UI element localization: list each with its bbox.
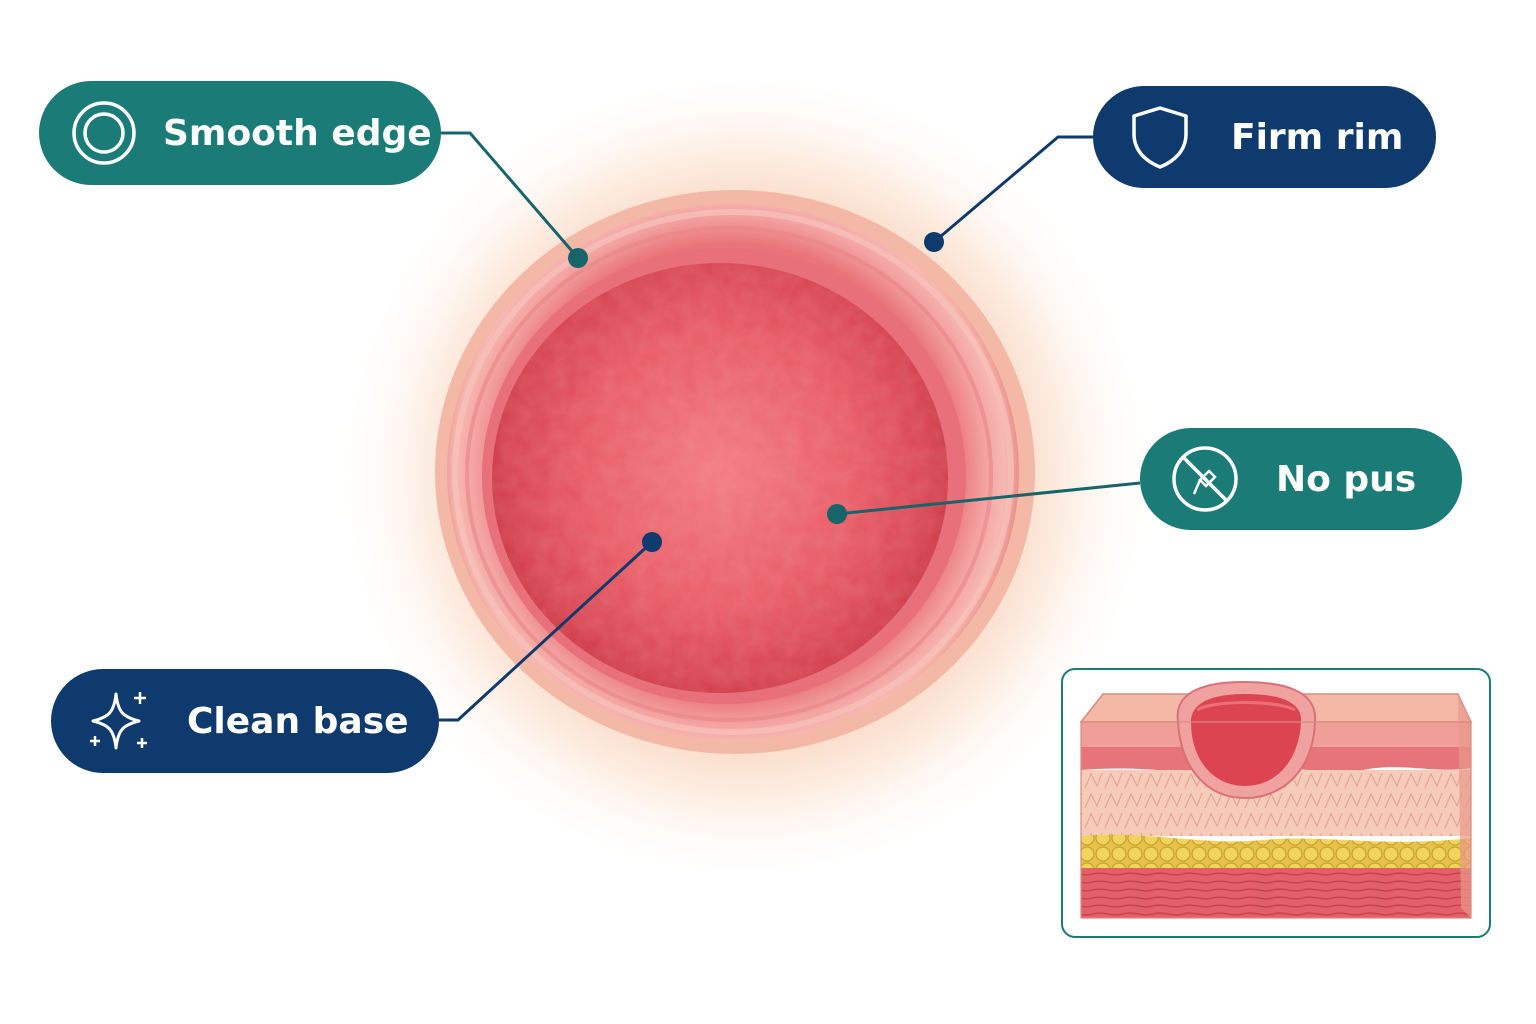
inset-cross-section — [1061, 668, 1491, 938]
label-clean-base-text: Clean base — [187, 700, 409, 742]
marker-firm-rim — [924, 232, 944, 252]
marker-smooth-edge — [568, 248, 588, 268]
label-firm-rim: Firm rim — [1093, 86, 1436, 188]
prohibited-icon — [1170, 444, 1240, 514]
marker-no-pus — [827, 504, 847, 524]
leader-line-firm-rim — [933, 135, 1093, 244]
label-no-pus: No pus — [1140, 428, 1462, 530]
cross-section-illustration — [1079, 680, 1473, 919]
concentric-circles-icon — [71, 100, 137, 166]
label-smooth-edge: Smooth edge — [39, 81, 441, 185]
leader-line-no-pus — [836, 481, 1141, 516]
label-smooth-edge-text: Smooth edge — [163, 112, 432, 154]
sparkle-icon — [83, 686, 153, 756]
shield-icon — [1129, 104, 1191, 170]
label-no-pus-text: No pus — [1276, 458, 1417, 500]
label-firm-rim-text: Firm rim — [1231, 116, 1404, 158]
marker-clean-base — [642, 532, 662, 552]
leader-line-clean-base — [439, 540, 654, 722]
label-clean-base: Clean base — [51, 669, 439, 773]
leader-line-smooth-edge — [441, 131, 580, 259]
